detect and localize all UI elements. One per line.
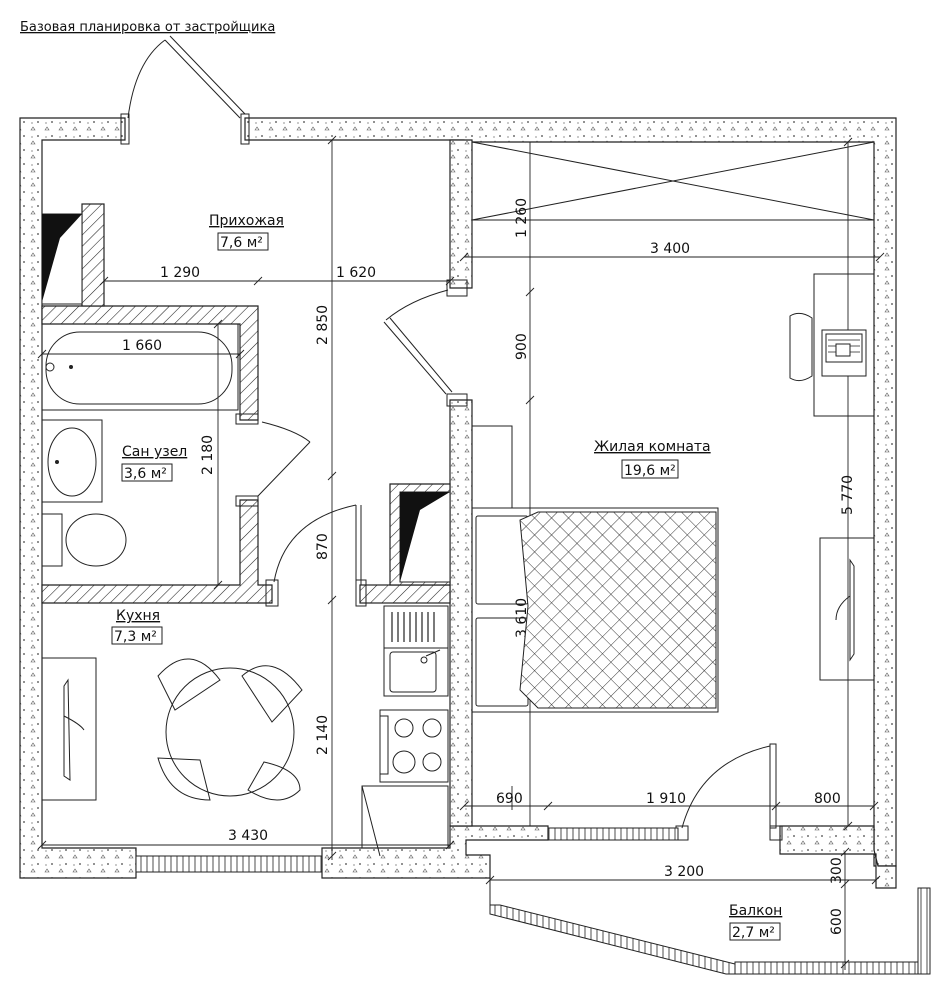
plan-title: Базовая планировка от застройщика: [20, 20, 275, 35]
dim-2850: 2 850: [315, 305, 331, 345]
room-area-balcony: 2,7 м²: [732, 925, 775, 941]
area-box-bathroom: [121, 463, 173, 482]
dim-3200: 3 200: [664, 864, 704, 880]
dim-1910: 1 910: [646, 791, 686, 807]
dim-300: 300: [829, 857, 845, 884]
dim-2140: 2 140: [315, 715, 331, 755]
nightstand: [471, 425, 513, 509]
balcony-window-side: [917, 887, 931, 975]
dining-table: [157, 658, 303, 801]
area-box-kitchen: [111, 626, 163, 645]
area-box-hall: [217, 232, 269, 251]
desk-with-laptop: [789, 273, 875, 417]
dim-1290: 1 290: [160, 265, 200, 281]
room-name-bathroom: Сан узел: [122, 444, 187, 460]
dim-870: 870: [315, 533, 331, 560]
fridge: [361, 785, 449, 857]
outer-walls: [19, 117, 897, 889]
room-name-living: Жилая комната: [594, 439, 711, 455]
room-name-balcony: Балкон: [729, 903, 782, 919]
door-kitchen: [265, 504, 367, 607]
wardrobe: [471, 141, 875, 221]
room-area-bathroom: 3,6 м²: [124, 466, 167, 482]
kitchen-tv-stand: [41, 657, 97, 801]
living-tv-stand: [819, 537, 875, 681]
dim-1620: 1 620: [336, 265, 376, 281]
door-living: [383, 279, 468, 407]
room-name-hall: Прихожая: [209, 213, 284, 229]
door-balcony: [675, 743, 783, 841]
area-box-balcony: [729, 922, 781, 941]
room-area-kitchen: 7,3 м²: [114, 629, 157, 645]
living-window: [547, 827, 679, 841]
room-area-hall: 7,6 м²: [220, 235, 263, 251]
dim-800: 800: [814, 791, 841, 807]
kitchen-sink: [383, 605, 449, 697]
bed: [471, 507, 719, 713]
dim-2180: 2 180: [200, 435, 216, 475]
room-area-living: 19,6 м²: [624, 463, 676, 479]
entrance-door: [120, 35, 250, 145]
dim-1260: 1 260: [514, 198, 530, 238]
dim-3430: 3 430: [228, 828, 268, 844]
kitchen-window: [135, 855, 323, 873]
dim-1660: 1 660: [122, 338, 162, 354]
door-bathroom: [235, 413, 311, 507]
dim-900: 900: [514, 333, 530, 360]
balcony-window-bottom: [734, 961, 921, 975]
dim-690: 690: [496, 791, 523, 807]
balcony-outline: [489, 878, 931, 975]
room-name-kitchen: Кухня: [116, 608, 160, 624]
dim-5770: 5 770: [840, 475, 856, 515]
bathtub: [41, 323, 239, 411]
dim-600: 600: [829, 908, 845, 935]
sink: [41, 419, 103, 503]
stove: [379, 709, 449, 783]
ventilation-shafts: [41, 213, 451, 583]
dim-3400: 3 400: [650, 241, 690, 257]
toilet: [41, 513, 127, 567]
area-box-living: [621, 459, 679, 479]
